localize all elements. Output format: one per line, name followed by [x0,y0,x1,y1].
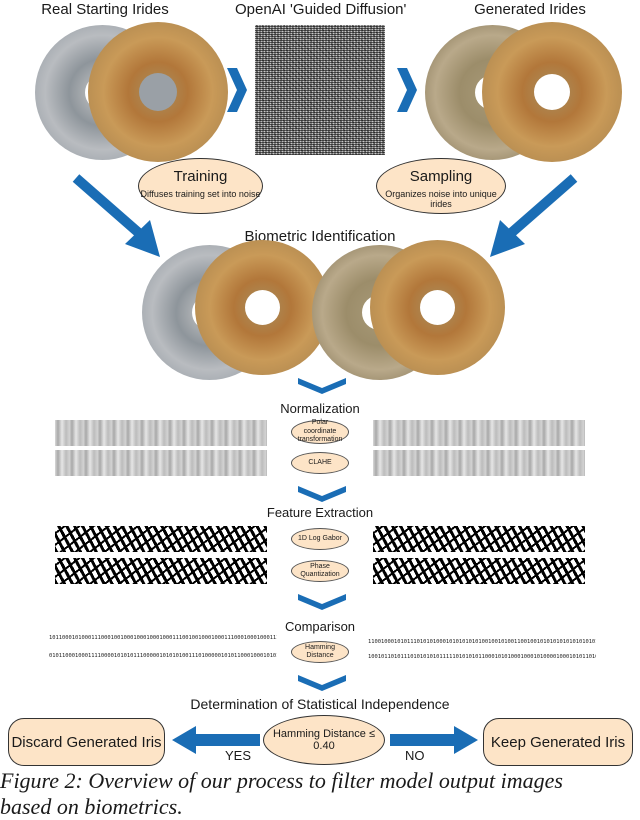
sampling-subtitle: Organizes noise into unique irides [385,189,497,209]
training-title: Training [173,168,228,185]
training-oval: Training Diffuses training set into nois… [138,158,263,214]
threshold-oval: Hamming Distance ≤ 0.40 [263,715,385,765]
training-subtitle: Diffuses training set into noise [140,189,261,199]
real-irides-label: Real Starting Irides [41,1,169,18]
biometric-iris-amber [195,240,330,375]
feature-extraction-title: Feature Extraction [266,505,374,520]
figure-caption-line-2: based on biometrics. [0,794,183,819]
polar-transform-oval: Polar coordinate transformation [291,419,349,444]
arrow-down-right-icon [72,174,160,257]
keep-text: Keep Generated Iris [490,733,626,751]
keep-box: Keep Generated Iris [483,718,633,766]
no-label: NO [405,748,425,763]
yes-label: YES [225,748,252,763]
bit-string-left-1: 1011000101000111000100100010001000100011… [49,635,277,641]
log-gabor-oval: 1D Log Gabor [291,528,349,550]
diffusion-label: OpenAI 'Guided Diffusion' [235,1,407,18]
determination-title: Determination of Statistical Independenc… [190,696,450,712]
hamming-distance-oval: Hamming Distance [291,641,349,663]
normalization-title: Normalization [280,401,360,416]
normalized-strip-right-2 [373,450,585,476]
chevron-down-icon [298,675,346,691]
chevron-down-icon [298,594,346,610]
clahe-oval: CLAHE [291,452,349,474]
normalized-strip-left-1 [55,420,267,446]
arrow-down-left-icon [490,174,578,257]
chevron-down-icon [298,486,346,502]
bit-string-right-2: 1001011010111010101010111110101010110001… [368,654,596,660]
iris-code-left-1 [55,526,267,552]
biometric-label: Biometric Identification [244,228,396,245]
bit-string-left-2: 0101100010001111000010101011100000101010… [49,653,277,659]
comparison-title: Comparison [284,619,356,634]
chevron-right-icon [227,68,247,112]
noise-image [255,25,385,155]
arrow-right-icon [390,726,478,754]
normalized-strip-left-2 [55,450,267,476]
real-iris-amber [88,22,228,162]
generated-irides-label: Generated Irides [474,1,586,18]
generated-iris-2 [482,22,622,162]
discard-box: Discard Generated Iris [8,718,165,766]
normalized-strip-right-1 [373,420,585,446]
iris-code-left-2 [55,558,267,584]
threshold-text: Hamming Distance ≤ 0.40 [272,728,375,752]
discard-text: Discard Generated Iris [11,733,162,751]
arrow-left-icon [172,726,260,754]
figure-caption-line-1: Figure 2: Overview of our process to fil… [0,768,563,793]
sampling-title: Sampling [409,168,473,185]
biometric-iris-amber-2 [370,240,505,375]
chevron-right-icon [397,68,417,112]
chevron-down-icon [298,378,346,394]
sampling-oval: Sampling Organizes noise into unique iri… [376,158,506,214]
bit-string-right-1: 1100100010101110101010001010101010100100… [368,639,596,645]
iris-code-right-2 [373,558,585,584]
iris-code-right-1 [373,526,585,552]
phase-quantization-oval: Phase Quantization [291,560,349,582]
